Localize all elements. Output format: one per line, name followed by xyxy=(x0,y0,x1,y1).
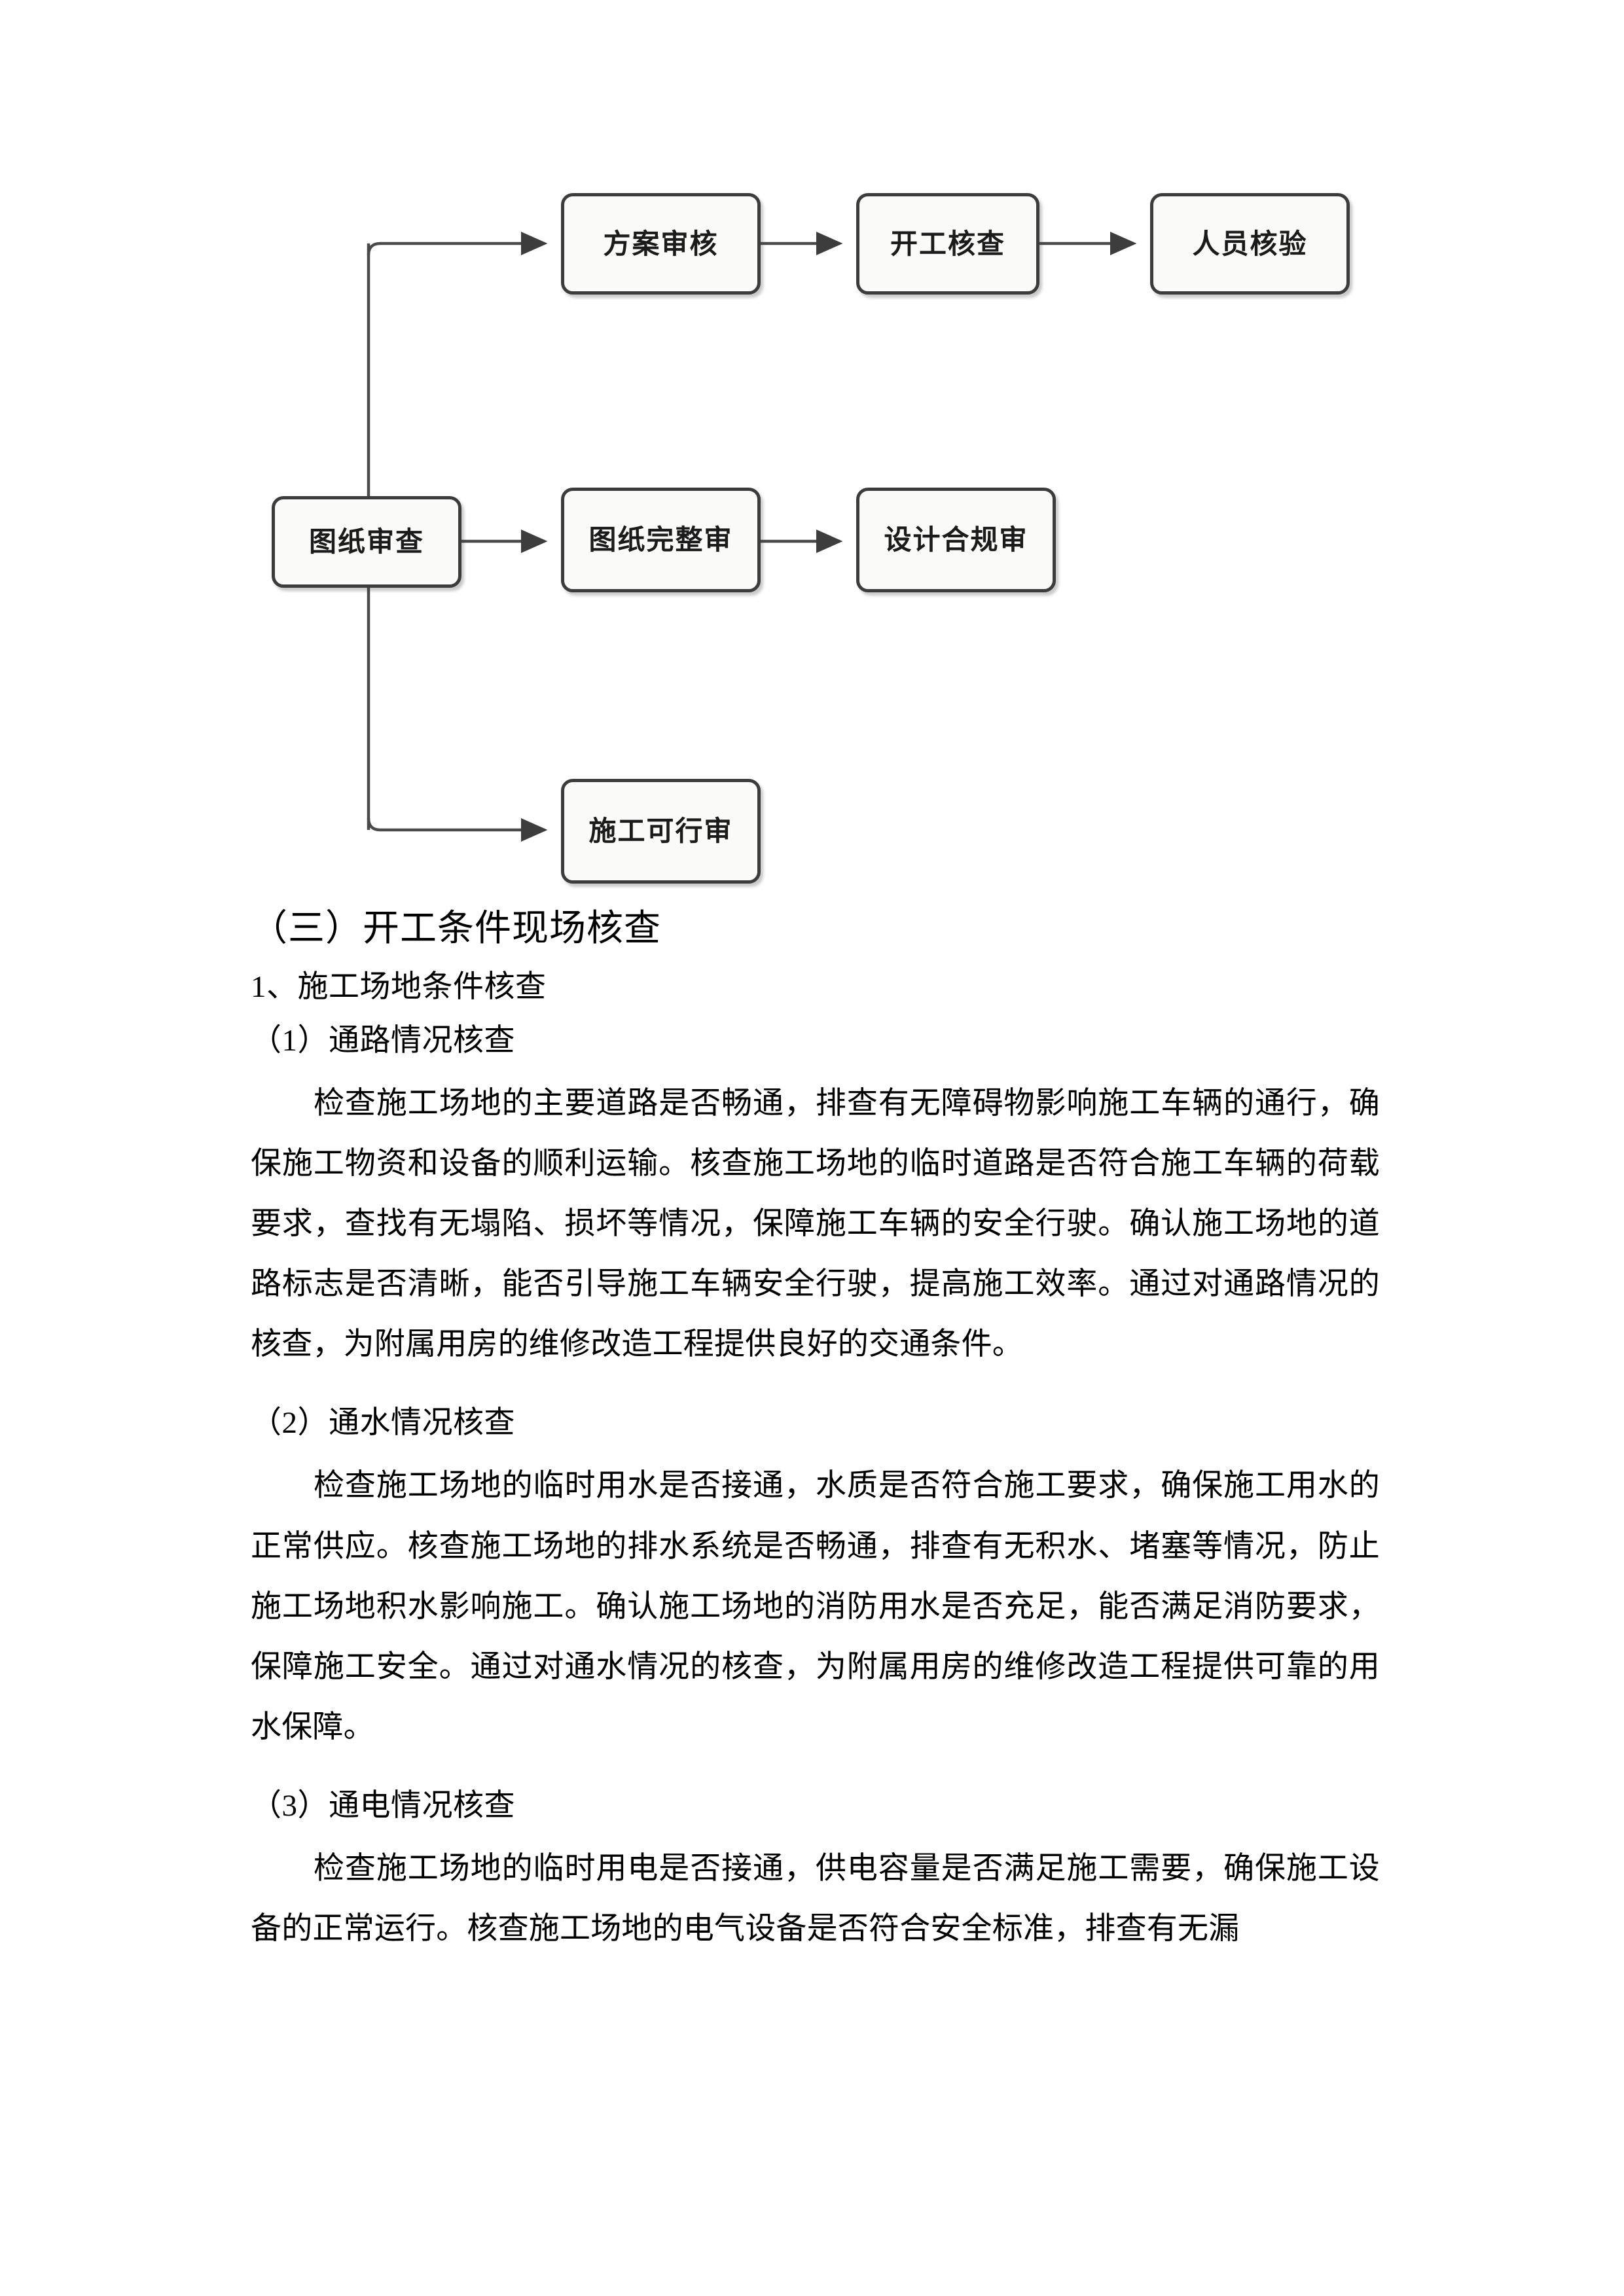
item-paragraph-1: 检查施工场地的主要道路是否畅通，排查有无障碍物影响施工车辆的通行，确保施工物资和… xyxy=(251,1086,1380,1362)
connector-tuzhi-to-shigong xyxy=(367,817,548,842)
subsection-heading: 1、施工场地条件核查 xyxy=(251,969,547,1004)
item-paragraph-2: 检查施工场地的临时用水是否接通，水质是否符合施工要求，确保施工用水的正常供应。核… xyxy=(251,1469,1380,1744)
item-heading-1: （1）通路情况核查 xyxy=(251,1023,515,1058)
section-heading: （三）开工条件现场核查 xyxy=(251,908,661,949)
flow-node-renyuan-heyan[interactable]: 人员核验 xyxy=(1150,193,1350,295)
flow-node-fangan-shenhe[interactable]: 方案审核 xyxy=(561,193,761,295)
item-heading-2: （2）通水情况核查 xyxy=(251,1406,515,1441)
document-body: （三）开工条件现场核查 1、施工场地条件核查 （1）通路情况核查 检查施工场地的… xyxy=(0,903,1624,1959)
flow-node-tuzhi-wanzheng-shen[interactable]: 图纸完整审 xyxy=(561,488,761,592)
item-paragraph-3: 检查施工场地的临时用电是否接通，供电容量是否满足施工需要，确保施工设备的正常运行… xyxy=(251,1852,1380,1946)
flow-node-tuzhi-shencha[interactable]: 图纸审查 xyxy=(272,496,461,588)
flow-node-kaigong-hecha[interactable]: 开工核查 xyxy=(856,193,1039,295)
connector-tuzhi-to-fangan xyxy=(367,232,548,256)
flowchart-connectors xyxy=(367,232,1137,842)
flow-node-shigong-kexing-shen[interactable]: 施工可行审 xyxy=(561,779,761,884)
item-heading-3: （3）通电情况核查 xyxy=(251,1789,515,1823)
flow-node-sheji-hegui-shen[interactable]: 设计合规审 xyxy=(856,488,1056,592)
spacer xyxy=(0,1757,1624,1774)
spacer xyxy=(0,1374,1624,1391)
review-flowchart: 方案审核 开工核查 人员核验 图纸审查 图纸完整审 设计合规审 施工可行审 xyxy=(0,0,1624,884)
